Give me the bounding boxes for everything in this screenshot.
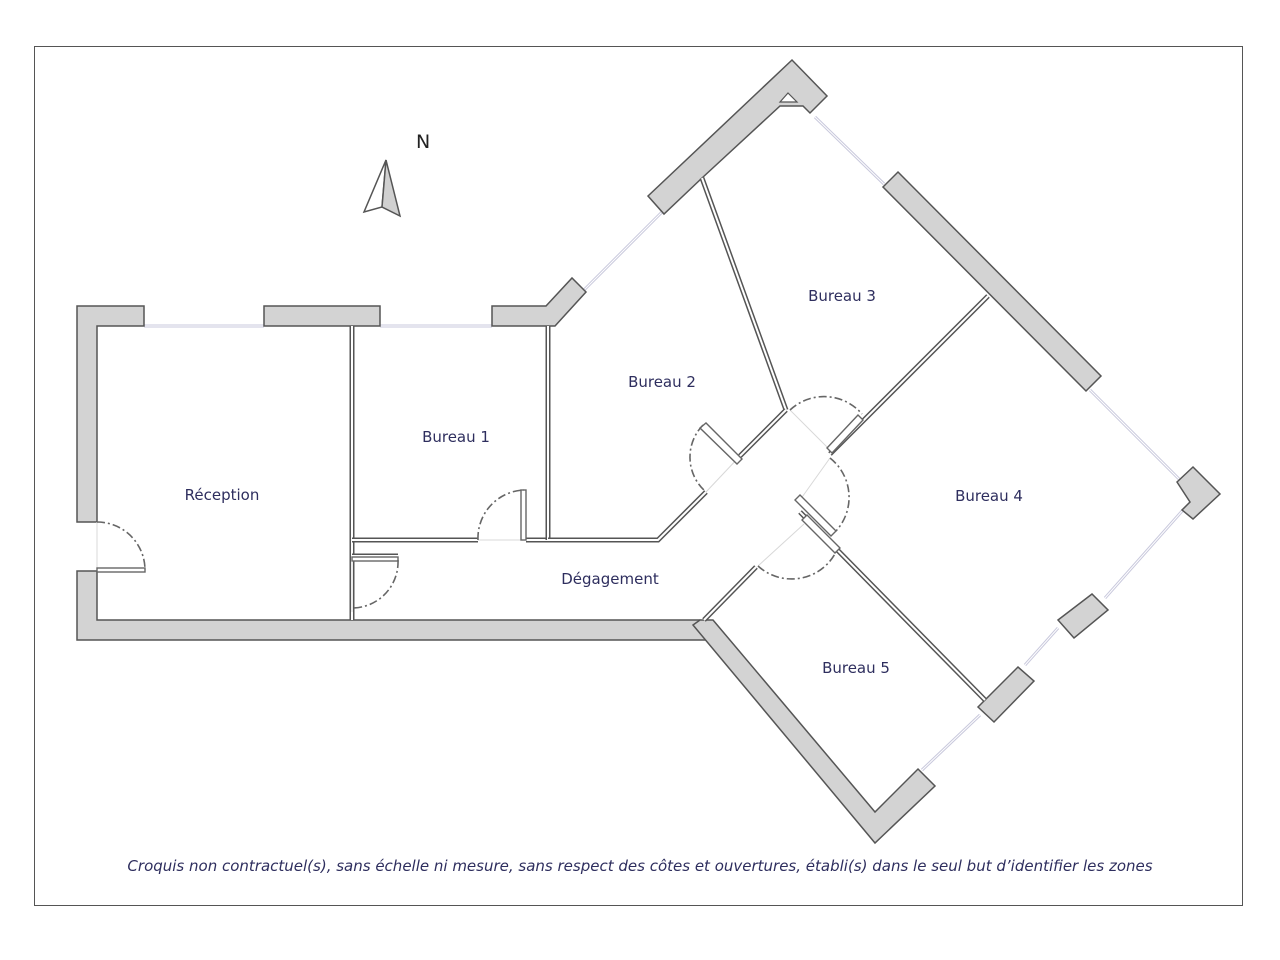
room-label-bureau-1: Bureau 1 bbox=[422, 428, 490, 446]
room-label-bureau-3: Bureau 3 bbox=[808, 287, 876, 305]
exterior-walls bbox=[76, 58, 1222, 845]
plan-frame bbox=[34, 46, 1243, 906]
room-label-bureau-5: Bureau 5 bbox=[822, 659, 890, 677]
disclaimer-text: Croquis non contractuel(s), sans échelle… bbox=[127, 857, 1153, 875]
room-label-reception: Réception bbox=[184, 486, 260, 504]
doors bbox=[96, 395, 864, 612]
room-label-bureau-2: Bureau 2 bbox=[628, 373, 696, 391]
north-label: N bbox=[416, 131, 431, 153]
room-label-bureau-4: Bureau 4 bbox=[955, 487, 1023, 505]
windows bbox=[144, 115, 1185, 772]
north-arrow-icon bbox=[362, 159, 402, 218]
room-label-degagement: Dégagement bbox=[561, 570, 659, 588]
